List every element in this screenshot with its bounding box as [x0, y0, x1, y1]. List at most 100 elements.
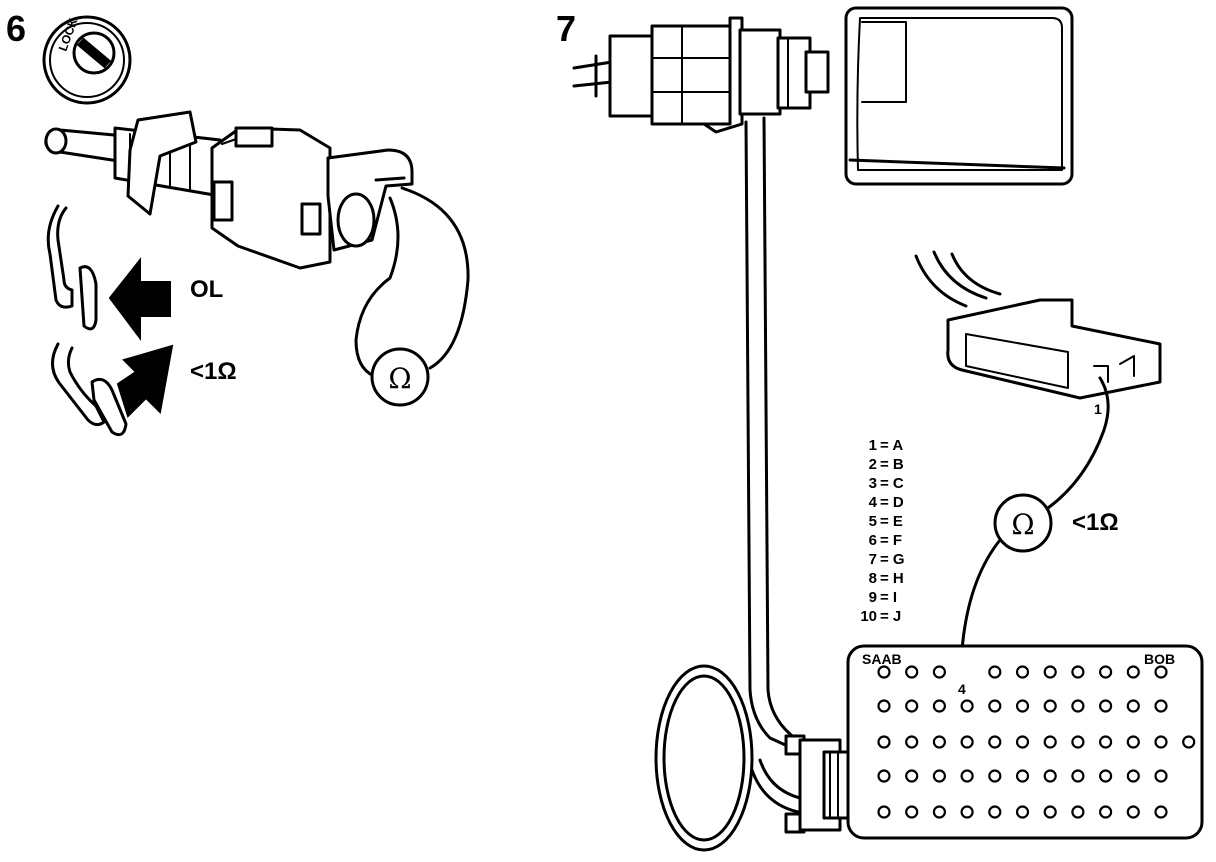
arrow-pressed-icon — [116, 344, 174, 418]
bob-socket — [932, 699, 947, 713]
reading-released: OL — [190, 276, 223, 303]
bob-socket — [1071, 699, 1085, 713]
bob-socket — [1126, 665, 1140, 679]
pin-map-number: 8 — [869, 570, 877, 587]
bob-socket — [1154, 769, 1168, 783]
bob-brand: SAAB — [862, 651, 902, 667]
bob-socket — [960, 699, 974, 713]
figure-7: 7 — [556, 6, 1204, 852]
bob-socket — [1071, 769, 1085, 783]
bob-socket — [960, 769, 974, 783]
bob-socket — [877, 735, 891, 749]
pin-map-letter: = A — [880, 437, 903, 454]
figure-6-number: 6 — [6, 8, 26, 49]
pedal-released: OL — [46, 204, 223, 341]
bob-socket — [1015, 735, 1030, 749]
pin-map-letter: = B — [880, 456, 904, 473]
bob-socket — [1015, 805, 1030, 819]
bob-socket — [905, 805, 919, 819]
bob-socket — [905, 699, 919, 713]
pin-map-number: 4 — [869, 494, 878, 511]
bob-socket — [1043, 699, 1057, 713]
ohmmeter-6: Ω — [354, 186, 470, 407]
bob-socket — [877, 805, 891, 819]
pin-map-letter: = C — [880, 475, 904, 492]
bob-socket — [1126, 699, 1140, 713]
bob-socket — [905, 769, 919, 783]
pin-map-number: 9 — [869, 589, 877, 606]
pin-map-number: 1 — [869, 437, 877, 454]
arrow-released-icon — [108, 257, 171, 341]
bob-socket — [1126, 769, 1140, 783]
brake-light-switch — [44, 110, 414, 270]
pin-map-number: 6 — [869, 532, 877, 549]
bob-socket — [877, 665, 891, 679]
bob-socket — [1126, 735, 1140, 749]
bob-socket — [1098, 699, 1113, 713]
bob-socket — [1154, 699, 1168, 713]
bob-socket — [988, 665, 1002, 679]
bob-socket — [932, 735, 947, 749]
bob-socket — [1043, 735, 1057, 749]
figure-6: 6 LOCK — [6, 8, 470, 437]
figure-7-number: 7 — [556, 8, 576, 49]
pin-map-letter: = D — [880, 494, 904, 511]
bob-pin-label: 4 — [958, 681, 966, 697]
bob-socket — [1071, 665, 1085, 679]
bob-socket — [1015, 699, 1030, 713]
bob-socket — [960, 735, 974, 749]
pin-map-letter: = G — [880, 551, 905, 568]
bob-socket — [1098, 805, 1113, 819]
bob-socket — [877, 699, 891, 713]
bob-socket — [905, 665, 919, 679]
bob-socket — [1154, 805, 1168, 819]
bob-socket — [1154, 735, 1168, 749]
bob-socket — [932, 805, 947, 819]
bob-socket — [1015, 665, 1030, 679]
bob-socket — [1098, 735, 1113, 749]
pin-map-letter: = I — [880, 589, 897, 606]
reading-7: <1Ω — [1072, 509, 1119, 536]
pin-map-number: 5 — [869, 513, 877, 530]
bob-sockets — [877, 665, 1196, 819]
bob-socket — [988, 735, 1002, 749]
ohmmeter-7-dial — [993, 493, 1053, 553]
bob-socket — [905, 735, 919, 749]
bob-socket — [1015, 769, 1030, 783]
lock-symbol: LOCK — [42, 15, 132, 105]
bob-socket — [988, 769, 1002, 783]
pin-map-letter: = E — [880, 513, 903, 530]
bob-socket — [1071, 805, 1085, 819]
harness-connector — [572, 16, 830, 134]
bob-socket — [1098, 769, 1113, 783]
pin-map-letter: = F — [880, 532, 902, 549]
bob-socket — [932, 769, 947, 783]
breakout-box: SAAB BOB 4 — [846, 644, 1204, 840]
component-connector: 1 — [914, 250, 1162, 417]
bob-socket — [877, 769, 891, 783]
ohmmeter-7-symbol: Ω — [1011, 508, 1034, 541]
pin-map-number: 3 — [869, 475, 877, 492]
bob-socket — [1043, 769, 1057, 783]
bob-socket — [1182, 735, 1196, 749]
bob-socket — [988, 805, 1002, 819]
reading-pressed: <1Ω — [190, 358, 237, 385]
bob-socket — [932, 665, 947, 679]
bob-name: BOB — [1144, 651, 1175, 667]
pin-map-number: 7 — [869, 551, 877, 568]
pin-map-number: 2 — [869, 456, 877, 473]
bob-socket — [1126, 805, 1140, 819]
bob-socket — [960, 805, 974, 819]
control-module — [844, 6, 1074, 186]
bob-socket — [1098, 665, 1113, 679]
pin-map-legend: 1= A2= B3= C4= D5= E6= F7= G8= H9= I10= … — [860, 437, 904, 625]
ohmmeter-6-dial — [370, 347, 430, 407]
pin-map-letter: = H — [880, 570, 904, 587]
pin-map-letter: = J — [880, 608, 901, 625]
bob-socket — [1043, 665, 1057, 679]
bob-socket — [1043, 805, 1057, 819]
ohmmeter-7: Ω <1Ω — [958, 376, 1119, 680]
pin-map-number: 10 — [860, 608, 877, 625]
ohmmeter-6-symbol: Ω — [388, 362, 411, 395]
pedal-pressed: <1Ω — [51, 342, 237, 437]
